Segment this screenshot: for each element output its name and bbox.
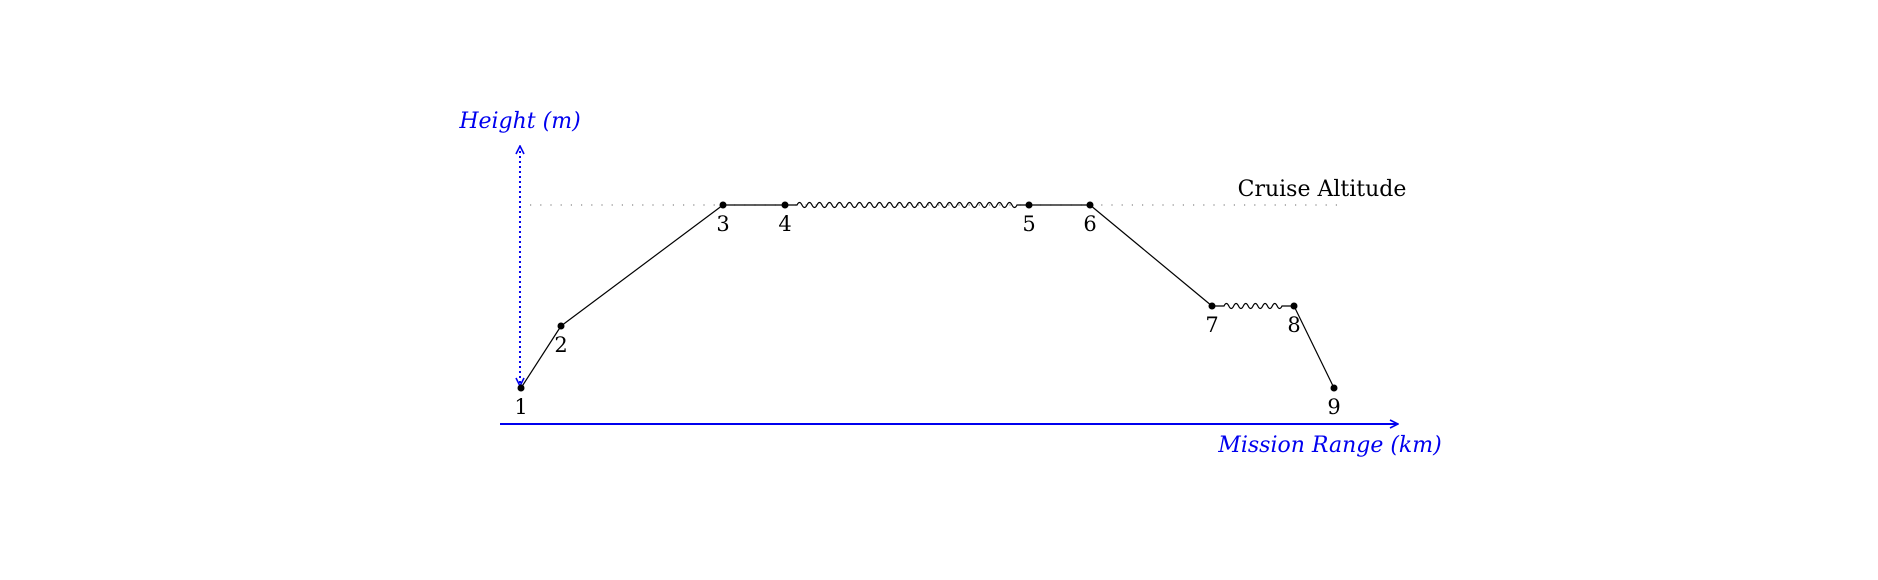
waypoint-label-4: 4 (778, 212, 791, 236)
waypoint-dot-7 (1208, 302, 1216, 310)
path-segment-6 (1089, 204, 1213, 307)
waypoint-label-9: 9 (1327, 395, 1340, 419)
path-segment-1 (520, 325, 562, 389)
waypoint-dot-8 (1290, 302, 1298, 310)
waypoint-label-7: 7 (1205, 313, 1218, 337)
waypoint-label-8: 8 (1287, 313, 1300, 337)
waypoint-dot-5 (1025, 201, 1033, 209)
mission-path (520, 201, 1335, 389)
waypoint-dot-9 (1330, 384, 1338, 392)
height-axis-label: Height (m) (458, 109, 580, 134)
range-axis-label: Mission Range (km) (1217, 433, 1441, 458)
path-segment-2 (560, 204, 724, 327)
wavy-segment-4 (785, 201, 1029, 209)
path-segment-8 (1293, 305, 1335, 389)
cruise-altitude-label: Cruise Altitude (1238, 177, 1407, 202)
waypoint-dot-2 (557, 322, 565, 330)
wavy-segment-7 (1212, 302, 1294, 310)
waypoint-dot-4 (781, 201, 789, 209)
waypoint-label-1: 1 (514, 395, 527, 419)
waypoints: 1 2 3 4 5 6 7 8 9 (514, 201, 1341, 419)
waypoint-label-5: 5 (1022, 212, 1035, 236)
waypoint-label-3: 3 (716, 212, 729, 236)
waypoint-label-6: 6 (1083, 212, 1096, 236)
waypoint-dot-1 (517, 384, 525, 392)
waypoint-label-2: 2 (554, 333, 567, 357)
waypoint-dot-3 (719, 201, 727, 209)
waypoint-dot-6 (1086, 201, 1094, 209)
